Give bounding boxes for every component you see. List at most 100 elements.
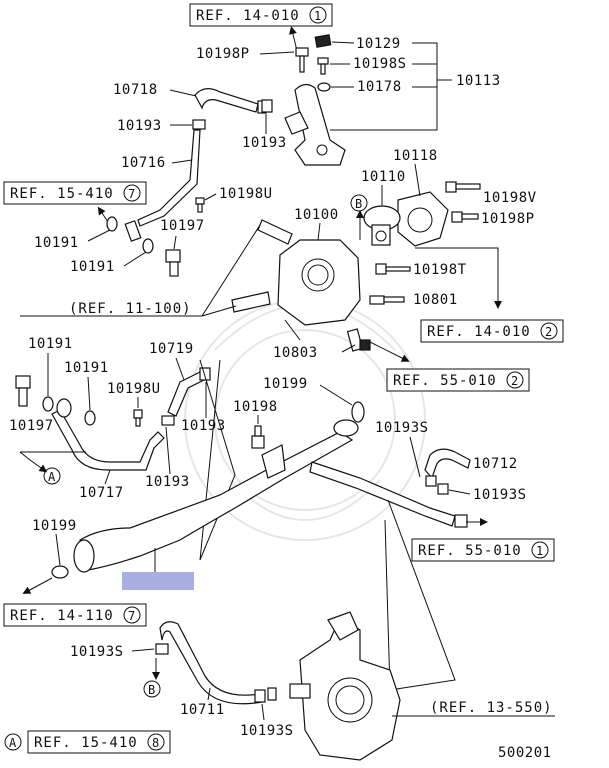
leader-to-throttle — [384, 499, 456, 691]
clamp-10193-b — [261, 99, 273, 113]
washer-10191-b — [142, 238, 154, 254]
label-10711: 10711 — [180, 702, 225, 718]
label-10198p-right: 10198P — [481, 211, 535, 227]
callout-a-bottom: A — [4, 733, 22, 751]
ref-14-010-1[interactable]: REF. 14-010 1 — [189, 3, 333, 27]
sensor-10803 — [346, 328, 371, 352]
clamp-10193s-b — [437, 483, 449, 495]
label-10191-d: 10191 — [64, 360, 109, 376]
bolt-10198s-top — [317, 57, 329, 75]
label-10197-a: 10197 — [160, 218, 205, 234]
bolt-10197-a — [165, 249, 181, 277]
bolt-10198v — [445, 181, 481, 193]
ref-15-410-8[interactable]: REF. 15-410 8 — [27, 730, 171, 754]
label-10198t: 10198T — [413, 262, 467, 278]
water-pipe-main — [73, 419, 359, 573]
label-10129: 10129 — [356, 36, 401, 52]
callout-b-top: B — [350, 194, 368, 212]
bolt-10197-b — [15, 375, 31, 407]
label-10198p-top: 10198P — [196, 46, 250, 62]
highlight-marker — [122, 572, 194, 590]
label-10178: 10178 — [357, 79, 402, 95]
svg-text:1: 1 — [314, 9, 321, 23]
label-10803: 10803 — [273, 345, 318, 361]
ref-11-100[interactable]: (REF. 11-100) — [69, 301, 192, 317]
label-10110: 10110 — [361, 169, 406, 185]
throttle-body — [289, 611, 401, 761]
ref-13-550[interactable]: (REF. 13-550) — [430, 700, 553, 716]
clamp-10193s-d — [254, 689, 266, 703]
svg-text:B: B — [355, 197, 362, 211]
label-10198v: 10198V — [483, 190, 537, 206]
label-10199-a: 10199 — [32, 518, 77, 534]
clamp-10193s-c — [155, 643, 169, 655]
label-10191-c: 10191 — [28, 336, 73, 352]
svg-text:REF. 15-410: REF. 15-410 — [34, 735, 138, 751]
sensor-10801 — [369, 295, 405, 305]
label-10193-d: 10193 — [145, 474, 190, 490]
clamp-10193-d — [161, 415, 175, 426]
washer-10191-c — [42, 396, 54, 412]
clamp-10193-a — [192, 119, 206, 130]
pipe-right-end — [454, 514, 468, 528]
svg-text:2: 2 — [511, 374, 518, 388]
svg-text:2: 2 — [545, 325, 552, 339]
svg-text:REF. 55-010: REF. 55-010 — [418, 543, 522, 559]
label-10198: 10198 — [233, 399, 278, 415]
label-10198u-b: 10198U — [107, 381, 161, 397]
thermostat-case-10100 — [231, 219, 361, 326]
bolt-10198t — [375, 263, 411, 275]
svg-text:B: B — [148, 683, 155, 697]
pipe-10716-end — [124, 220, 142, 242]
sensor-10129 — [314, 34, 332, 48]
ref-55-010-2[interactable]: REF. 55-010 2 — [386, 368, 530, 392]
bolt-10198p-right — [451, 211, 479, 223]
label-10712: 10712 — [473, 456, 518, 472]
label-10193s-c: 10193S — [70, 644, 124, 660]
gasket-10178 — [317, 82, 331, 92]
label-10193-a: 10193 — [117, 118, 162, 134]
ref-55-010-1[interactable]: REF. 55-010 1 — [411, 538, 555, 562]
label-10193-c: 10193 — [181, 418, 226, 434]
label-10100: 10100 — [294, 207, 339, 223]
clamp-10193s-a — [425, 475, 437, 487]
label-10193s-b: 10193S — [473, 487, 527, 503]
hose-10711 — [159, 621, 263, 705]
thermostat-10110 — [363, 205, 401, 246]
svg-text:REF. 14-110: REF. 14-110 — [10, 608, 114, 624]
svg-text:REF. 14-010: REF. 14-010 — [427, 324, 531, 340]
label-10718: 10718 — [113, 82, 158, 98]
label-10198s-top: 10198S — [353, 56, 407, 72]
svg-text:A: A — [9, 736, 17, 750]
label-10199-b: 10199 — [263, 376, 308, 392]
ref-14-010-2[interactable]: REF. 14-010 2 — [420, 319, 564, 343]
svg-text:7: 7 — [128, 609, 135, 623]
label-10113: 10113 — [456, 73, 501, 89]
label-10118: 10118 — [393, 148, 438, 164]
svg-text:REF. 15-410: REF. 15-410 — [10, 186, 114, 202]
svg-text:REF. 14-010: REF. 14-010 — [196, 8, 300, 24]
svg-text:7: 7 — [128, 187, 135, 201]
label-10801: 10801 — [413, 292, 458, 308]
water-outlet-housing — [284, 83, 346, 166]
label-10193s-d: 10193S — [240, 723, 294, 739]
o-ring-10199-b — [351, 401, 365, 423]
ref-15-410-7[interactable]: REF. 15-410 7 — [3, 181, 147, 205]
label-10198u-a: 10198U — [219, 186, 273, 202]
diagram-id: 500201 — [498, 745, 552, 761]
washer-10191-a — [106, 216, 118, 232]
clamp-10193-c — [199, 367, 211, 381]
pipe-right — [309, 461, 456, 527]
label-10191-b: 10191 — [70, 259, 115, 275]
svg-text:REF. 55-010: REF. 55-010 — [393, 373, 497, 389]
pipe-10717 — [51, 409, 165, 471]
bolt-10198u-a — [195, 197, 205, 213]
thermostat-cover-10118 — [397, 191, 449, 247]
label-10193-b: 10193 — [242, 135, 287, 151]
hose-10718 — [194, 88, 267, 114]
ref-14-110-7[interactable]: REF. 14-110 7 — [3, 603, 147, 627]
pipe-10717-eye — [56, 398, 72, 418]
hose-10712 — [424, 448, 471, 480]
